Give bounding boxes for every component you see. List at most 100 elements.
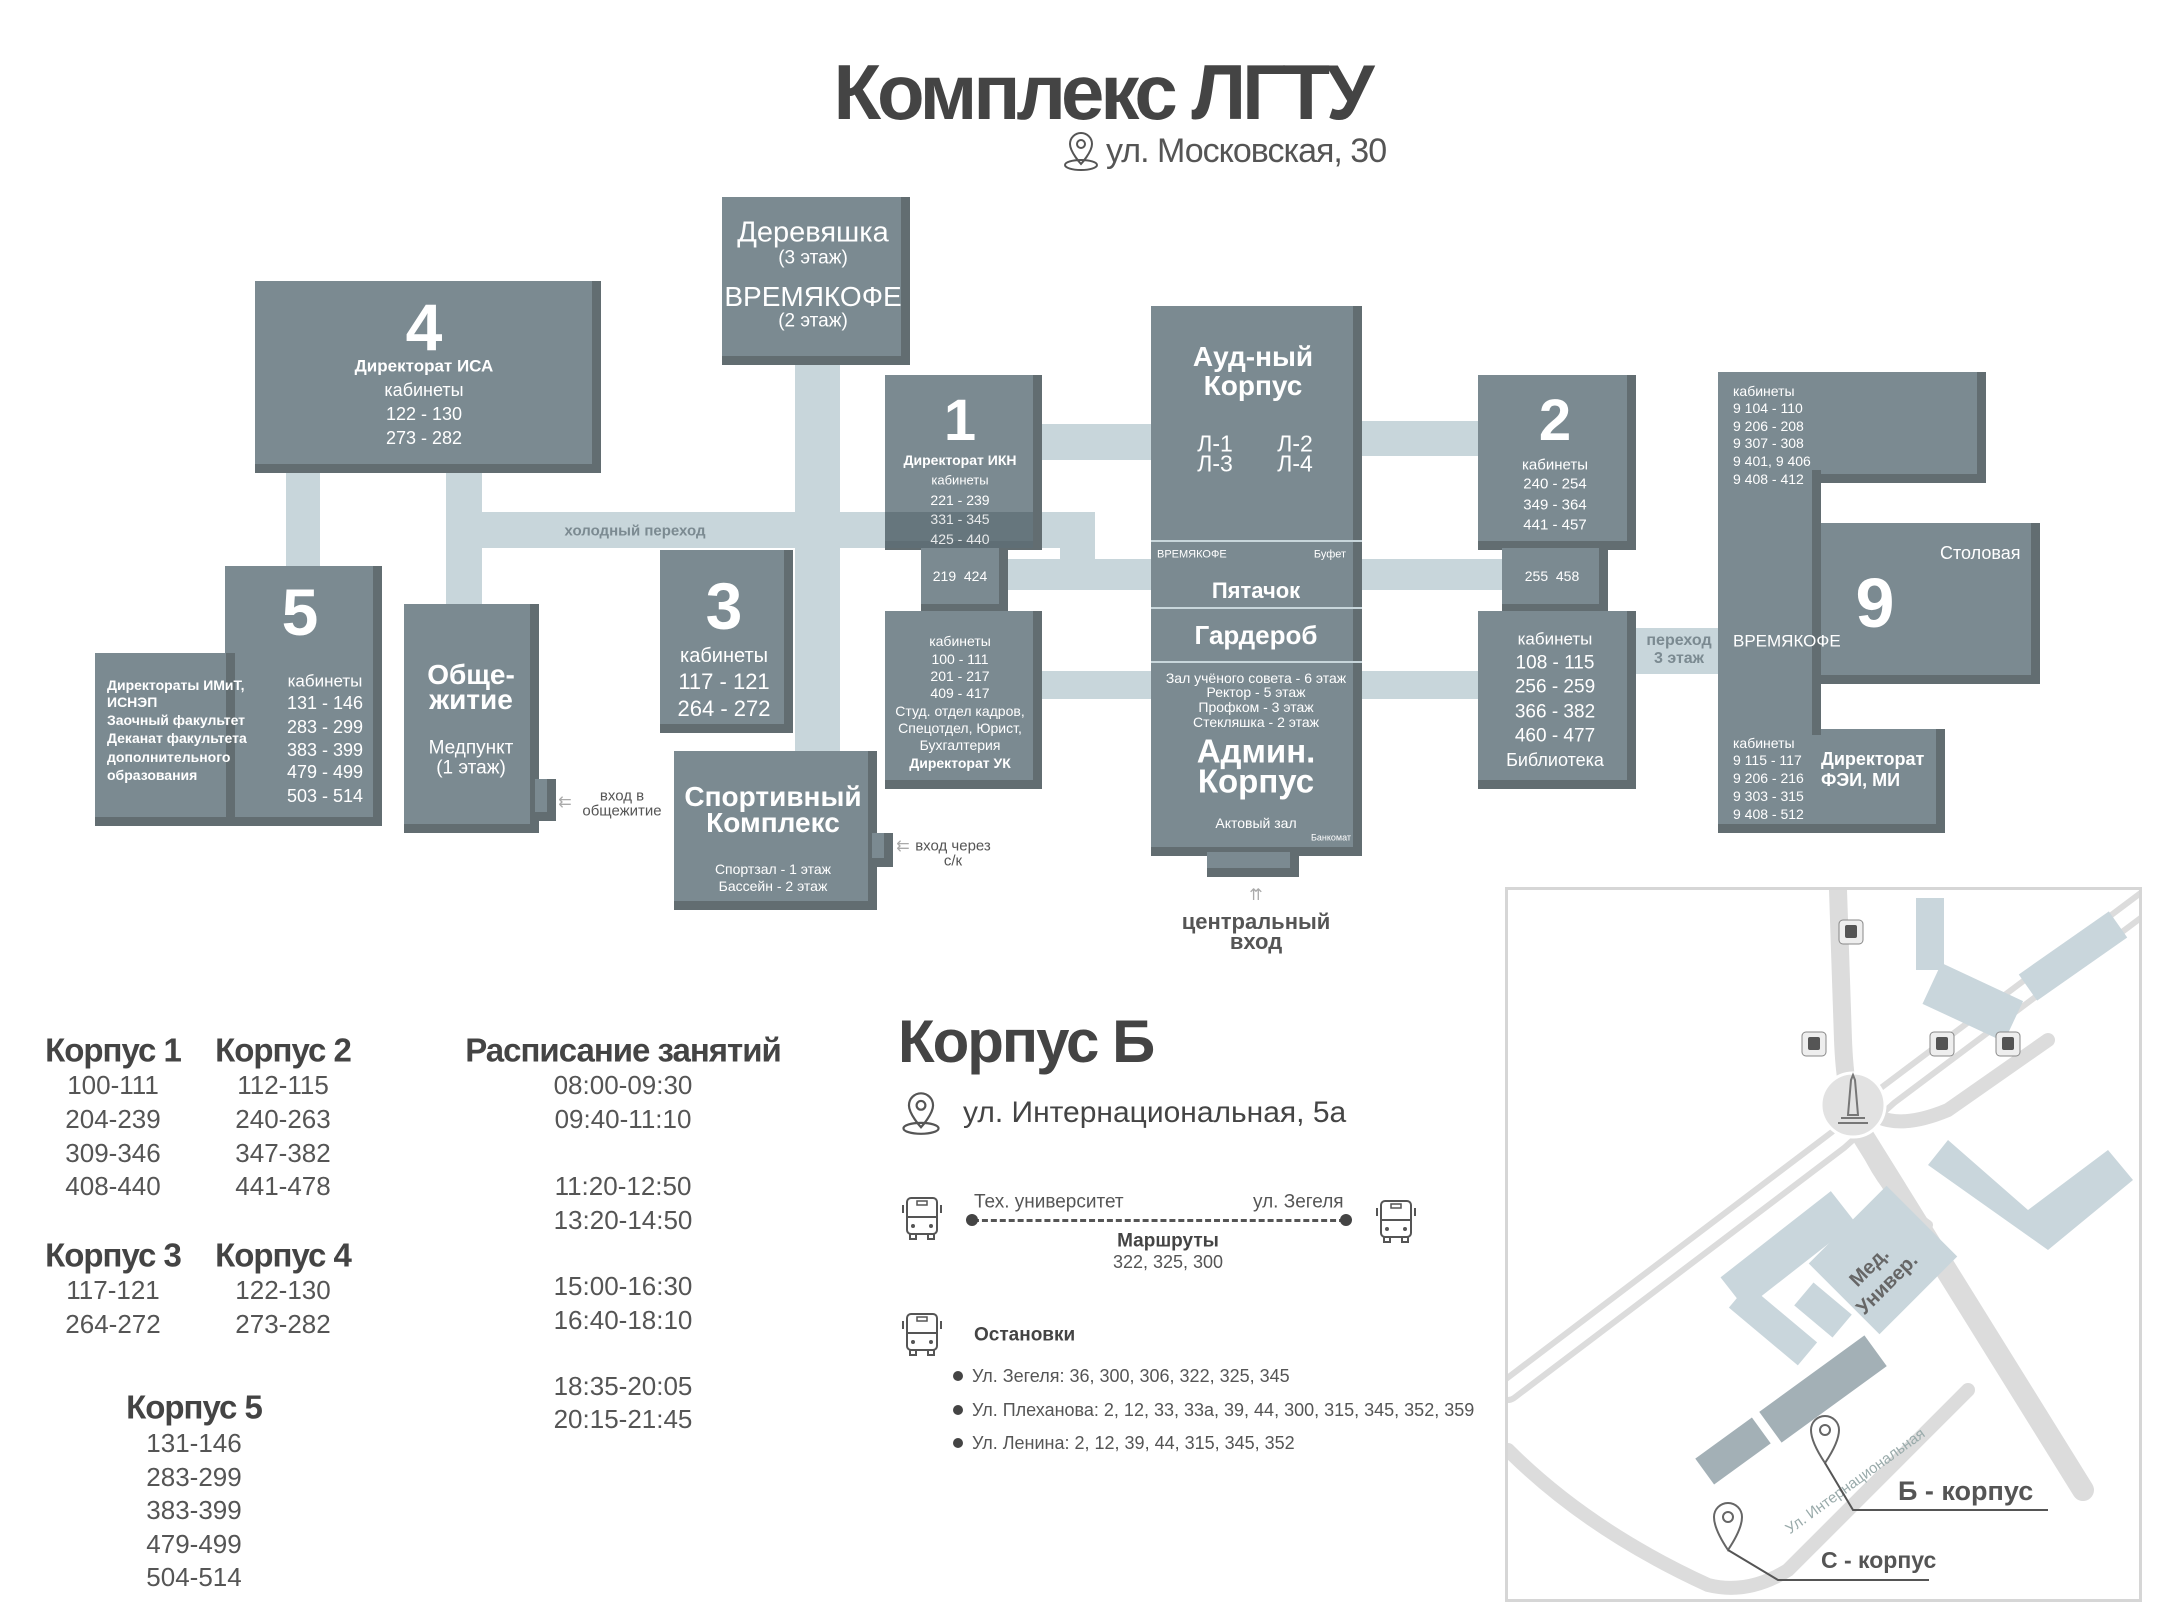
building-3-rooms: 117 - 121 bbox=[678, 669, 770, 694]
building-5-info: Деканат факультета bbox=[107, 730, 247, 746]
legend-k5-title: Корпус 5 bbox=[126, 1388, 263, 1426]
building-9-number: 9 bbox=[1855, 564, 1895, 642]
admin-name: Админ. bbox=[1196, 732, 1316, 770]
korpus-b-address: ул. Интернациональная, 5а bbox=[963, 1096, 1347, 1129]
building-1-offices: Студ. отдел кадров, bbox=[895, 703, 1025, 719]
central-entrance-label: центральный bbox=[1181, 909, 1331, 934]
location-map[interactable]: Мед. Универ. Ул. Интернациональная Б - к… bbox=[1505, 887, 2142, 1602]
building-2-rooms: 108 - 115 bbox=[1515, 652, 1595, 674]
building-1-number: 1 bbox=[943, 388, 977, 453]
building-2-south[interactable] bbox=[1478, 611, 1636, 789]
building-1-south[interactable] bbox=[885, 611, 1042, 789]
passage-1-aud-top bbox=[1042, 424, 1154, 460]
building-9-rooms: 9 408 - 412 bbox=[1733, 471, 1804, 487]
building-9-south[interactable] bbox=[1718, 729, 1945, 833]
central-entrance-label: вход bbox=[1229, 929, 1283, 954]
building-5-rooms: 479 - 499 bbox=[286, 762, 364, 782]
schedule-time: 13:20-14:50 bbox=[553, 1205, 693, 1235]
cold-passage-overlap bbox=[885, 512, 1033, 548]
legend-k4-title: Корпус 4 bbox=[215, 1236, 352, 1274]
building-dorm[interactable] bbox=[404, 604, 539, 833]
atm: Банкомат bbox=[1310, 832, 1352, 843]
building-2-middle-rooms: 255 458 bbox=[1524, 568, 1580, 584]
building-sport-complex[interactable] bbox=[674, 751, 877, 910]
derevyashka-floor: (3 этаж) bbox=[778, 247, 848, 269]
cold-passage-label: холодный переход bbox=[564, 522, 706, 540]
admin-entrance-tab bbox=[1207, 852, 1299, 877]
building-5[interactable] bbox=[225, 566, 382, 826]
sport-name: Спортивный bbox=[684, 781, 862, 812]
building-9-spine[interactable] bbox=[1718, 470, 1821, 735]
stop-bullet bbox=[953, 1371, 963, 1381]
building-5-rooms: 283 - 299 bbox=[286, 717, 364, 737]
roundabout bbox=[1819, 1071, 1887, 1139]
route-to: ул. Зегеля bbox=[1253, 1191, 1344, 1213]
building-1-middle[interactable] bbox=[921, 548, 1008, 613]
building-4-rooms: 122 - 130 bbox=[385, 404, 463, 424]
legend-k1-rooms: 204-239 bbox=[65, 1104, 161, 1134]
building-5-info: Директораты ИМиТ, bbox=[107, 677, 245, 693]
building-5-info: дополнительного bbox=[107, 749, 231, 765]
divider bbox=[1151, 661, 1362, 663]
legend-k5-rooms: 283-299 bbox=[146, 1462, 242, 1492]
library: Библиотека bbox=[1506, 750, 1604, 770]
building-9-rooms-label: кабинеты bbox=[1733, 735, 1795, 751]
sport-name: Комплекс bbox=[706, 807, 840, 838]
sport-gym: Спортзал - 1 этаж bbox=[714, 861, 832, 877]
divider bbox=[1151, 540, 1362, 542]
map-building bbox=[2018, 911, 2128, 1001]
building-5-info: Заочный факультет bbox=[107, 712, 246, 728]
derevyashka-cafe-floor: (2 этаж) bbox=[778, 310, 848, 332]
legend-k5-rooms: 383-399 bbox=[146, 1495, 242, 1525]
building-4-rooms: 273 - 282 bbox=[385, 428, 463, 448]
building-1-directorate-uk: Директорат УК bbox=[909, 755, 1011, 771]
building-2-rooms: 240 - 254 bbox=[1523, 475, 1587, 493]
building-3[interactable] bbox=[660, 550, 793, 733]
passage-aud-2-mid bbox=[1360, 559, 1504, 590]
dorm-medpunkt-floor: (1 этаж) bbox=[436, 757, 506, 779]
building-derevyashka[interactable] bbox=[722, 197, 910, 365]
pointer-line-b bbox=[1824, 1462, 2048, 1511]
routes-list: 322, 325, 300 bbox=[1112, 1252, 1224, 1272]
dorm-entrance-label: вход в bbox=[599, 787, 645, 805]
building-5-wing[interactable] bbox=[95, 653, 235, 826]
legend-k1-rooms: 408-440 bbox=[65, 1171, 161, 1201]
building-5-rooms: 131 - 146 bbox=[286, 693, 364, 713]
building-4[interactable] bbox=[255, 281, 601, 473]
building-2-middle[interactable] bbox=[1502, 548, 1608, 613]
bus-stop-icon bbox=[1929, 1031, 1955, 1057]
passage-4-5 bbox=[286, 473, 320, 568]
building-1-middle-rooms: 219 424 bbox=[932, 568, 988, 584]
building-2-rooms-label: кабинеты bbox=[1517, 629, 1593, 649]
map-building bbox=[1808, 1185, 1958, 1335]
schedule-time: 08:00-09:30 bbox=[553, 1070, 693, 1100]
building-2-rooms: 460 - 477 bbox=[1514, 725, 1596, 747]
building-9-north[interactable] bbox=[1718, 372, 1986, 483]
legend-k2-title: Корпус 2 bbox=[215, 1031, 352, 1069]
bus-icon bbox=[1376, 1200, 1416, 1243]
building-4-directorate: Директорат ИСА bbox=[354, 356, 494, 376]
aud-cafe: ВРЕМЯКОФЕ bbox=[1157, 548, 1227, 561]
map-building bbox=[1922, 963, 2024, 1042]
divider bbox=[1151, 607, 1362, 609]
sport-pool: Бассейн - 2 этаж bbox=[718, 878, 828, 894]
building-9-rooms: 9 307 - 308 bbox=[1733, 435, 1804, 451]
legend-k5-rooms: 504-514 bbox=[146, 1562, 242, 1592]
lecture-hall: Л-2 bbox=[1277, 430, 1313, 457]
page-title: Комплекс ЛГТУ bbox=[833, 48, 1374, 136]
building-1-offices: Бухгалтерия bbox=[919, 737, 1001, 753]
building-2[interactable] bbox=[1478, 375, 1636, 550]
bus-stop-icon bbox=[1801, 1031, 1827, 1057]
entrance-arrow-icon: ⇇ bbox=[558, 794, 572, 811]
entrance-arrow-icon: ⇇ bbox=[896, 838, 910, 855]
stop-item: Ул. Плеханова: 2, 12, 33, 33а, 39, 44, 3… bbox=[972, 1400, 1475, 1420]
route-from: Тех. университет bbox=[974, 1191, 1124, 1213]
legend-k2-rooms: 112-115 bbox=[237, 1070, 329, 1100]
routes-label: Маршруты bbox=[1117, 1230, 1219, 1252]
admin-floor: Профком - 3 этаж bbox=[1198, 699, 1314, 715]
building-dorm-entrance bbox=[535, 779, 556, 821]
schedule-time: 15:00-16:30 bbox=[553, 1271, 693, 1301]
admin-floor: Ректор - 5 этаж bbox=[1206, 684, 1306, 700]
passage-2-9 bbox=[1636, 628, 1720, 674]
building-auditorium-admin[interactable] bbox=[1151, 306, 1362, 856]
